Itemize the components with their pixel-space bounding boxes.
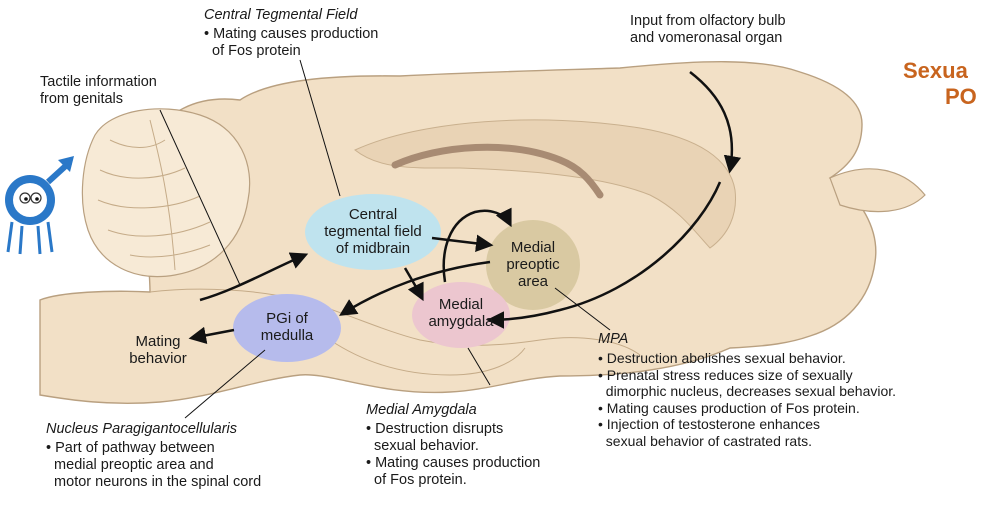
tactile-label: Tactile information from genitals <box>40 74 157 108</box>
olfactory-label: Input from olfactory bulb and vomeronasa… <box>630 13 786 47</box>
amygdala-node-label: Medial amygdala <box>412 296 510 330</box>
pgi-node-label: PGi of medulla <box>243 310 331 344</box>
mpa-annotation-heading: MPA <box>598 331 628 348</box>
olfactory-bulb <box>830 169 925 212</box>
ctf-node-label: Central tegmental field of midbrain <box>305 206 441 257</box>
male-symbol-mascot <box>5 156 74 254</box>
ctf-annotation-body: • Mating causes production of Fos protei… <box>204 26 378 60</box>
mpa-node-label: Medial preoptic area <box>495 239 571 290</box>
slide-title-line1: Sexua <box>903 58 968 84</box>
mating-behavior-label: Mating behavior <box>118 333 198 367</box>
mpa-annotation-body: • Destruction abolishes sexual behavior.… <box>598 350 896 449</box>
amygdala-annotation-body: • Destruction disrupts sexual behavior. … <box>366 421 540 489</box>
npgi-annotation-heading: Nucleus Paragigantocellularis <box>46 421 237 438</box>
amygdala-annotation-heading: Medial Amygdala <box>366 402 477 419</box>
slide-title-line2: PO <box>945 84 977 110</box>
ctf-annotation-heading: Central Tegmental Field <box>204 7 357 24</box>
npgi-annotation-body: • Part of pathway between medial preopti… <box>46 440 261 491</box>
